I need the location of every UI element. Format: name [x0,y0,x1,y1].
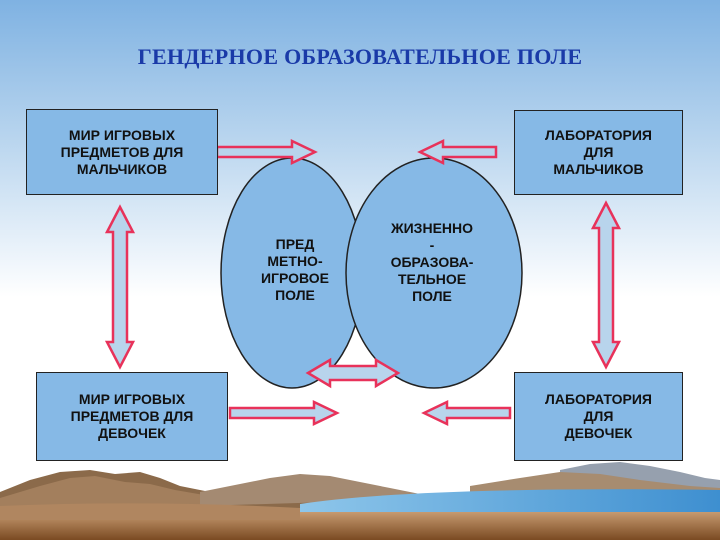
arrow-left-bottom-icon [421,400,512,426]
double-arrow-right-vertical-icon [590,200,622,370]
oval-life-education-label: ЖИЗНЕННО - ОБРАЗОВА- ТЕЛЬНОЕ ПОЛЕ [390,220,474,304]
box-lab-for-boys: ЛАБОРАТОРИЯ ДЛЯ МАЛЬЧИКОВ [514,110,683,195]
double-arrow-center-horizontal-icon [305,357,401,389]
arrow-right-bottom-icon [228,400,340,426]
box-lab-for-girls: ЛАБОРАТОРИЯ ДЛЯ ДЕВОЧЕК [514,372,683,461]
arrow-right-top-icon [215,139,318,165]
double-arrow-left-vertical-icon [104,204,136,370]
oval-subject-play-label: ПРЕД МЕТНО- ИГРОВОЕ ПОЛЕ [260,236,330,303]
box-toys-for-girls: МИР ИГРОВЫХ ПРЕДМЕТОВ ДЛЯ ДЕВОЧЕК [36,372,228,461]
box-toys-for-boys: МИР ИГРОВЫХ ПРЕДМЕТОВ ДЛЯ МАЛЬЧИКОВ [26,109,218,195]
page-title: ГЕНДЕРНОЕ ОБРАЗОВАТЕЛЬНОЕ ПОЛЕ [137,44,583,69]
arrow-left-top-icon [417,139,498,165]
